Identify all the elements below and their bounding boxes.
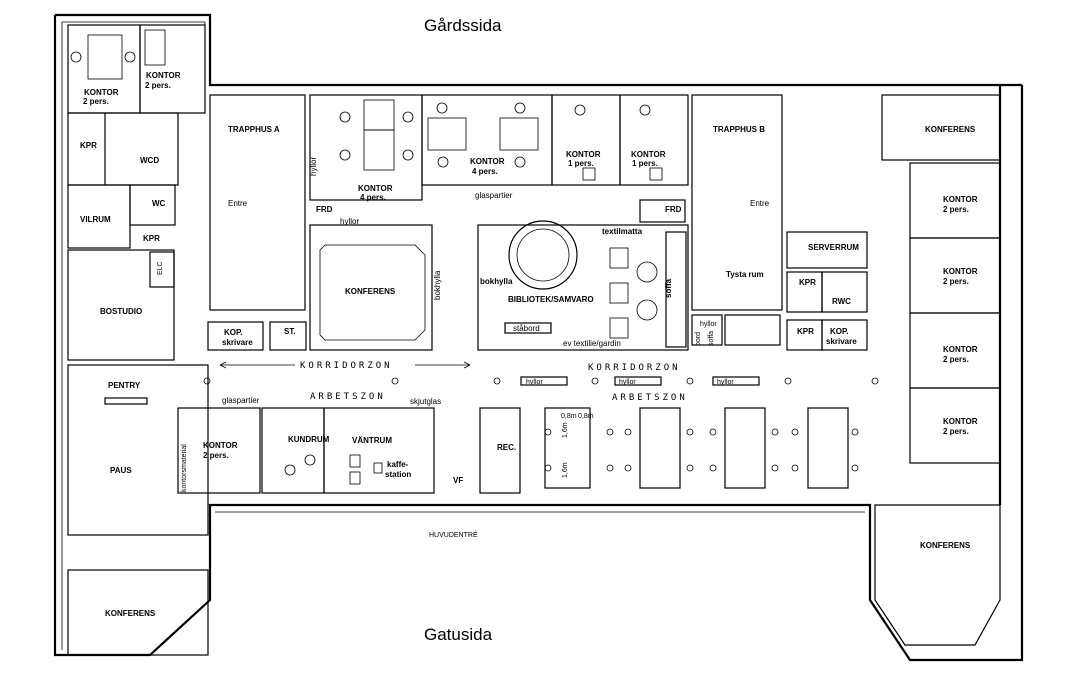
trapphus-a-label: TRAPPHUS A <box>228 125 280 134</box>
vf-label: VF <box>453 476 463 485</box>
dim-08-b: 0,8m <box>578 413 594 420</box>
title-top: Gårdssida <box>424 16 502 35</box>
skrivare-b-label: skrivare <box>826 337 857 346</box>
hyllor-v-label: hyllor <box>309 157 318 176</box>
kontor-1pers-a-label: KONTOR <box>566 150 601 159</box>
kontor-r1-label: KONTOR <box>943 195 978 204</box>
kontor-2pers-b-label: KONTOR <box>146 71 181 80</box>
kundrum-label: KUNDRUM <box>288 435 330 444</box>
hyllor-e-label: hyllor <box>717 379 734 386</box>
left-wing <box>67 24 209 656</box>
skjutglas-label: skjutglas <box>410 397 441 406</box>
kontor-2pers-a-sub: 2 pers. <box>83 97 109 106</box>
wcd-label: WCD <box>140 156 159 165</box>
paus-label: PAUS <box>110 466 132 475</box>
konferens-sw-label: KONFERENS <box>105 609 156 618</box>
title-bottom: Gatusida <box>424 625 493 644</box>
kop-a-label: KOP. <box>224 328 243 337</box>
arbetszon-a-label: ARBETSZON <box>310 392 386 402</box>
konferens-center-label: KONFERENS <box>345 287 396 296</box>
soffa-lib-label: soffa <box>664 278 673 298</box>
kontor-r3-label: KONTOR <box>943 345 978 354</box>
hyllor-a-label: hyllor <box>340 217 359 226</box>
arbetszon-b-label: ARBETSZON <box>612 393 688 403</box>
bibliotek-label: BIBLIOTEK/SAMVARO <box>508 295 594 304</box>
kontor-2pers-a-label: KONTOR <box>84 88 119 97</box>
vilrum-label: VILRUM <box>80 215 111 224</box>
rec-label: REC. <box>497 443 516 452</box>
rwc-label: RWC <box>832 297 851 306</box>
kontor-r2-label: KONTOR <box>943 267 978 276</box>
textilmatta-label: textilmatta <box>602 227 643 236</box>
entre-b-label: Entre <box>750 199 770 208</box>
kontorsmaterial-label: kontorsmaterial <box>181 444 188 492</box>
right-center-block <box>639 94 868 351</box>
kop-b-label: KOP. <box>830 327 849 336</box>
kontor-b-sub: 2 pers. <box>203 451 229 460</box>
kpr-b-label: KPR <box>143 234 160 243</box>
glaspartier-bottom-label: glaspartier <box>222 396 260 405</box>
dim-08-a: 0,8m <box>561 413 577 420</box>
right-wing <box>874 94 1001 646</box>
kontor-1pers-a-sub: 1 pers. <box>568 159 594 168</box>
kaffe-label: kaffe- <box>387 460 409 469</box>
kontor-b-label: KONTOR <box>203 441 238 450</box>
kontor-4pers-b-sub: 4 pers. <box>472 167 498 176</box>
hyllor-d-label: hyllor <box>619 379 636 386</box>
soffa-b-label: soffa <box>708 331 715 346</box>
korridorzon-a-label: KORRIDORZON <box>300 361 393 371</box>
entrance-label: HUVUDENTRÉ <box>429 530 478 539</box>
bottom-row <box>177 407 849 494</box>
bord-label: bord <box>695 332 702 346</box>
outer-walls <box>53 13 1024 662</box>
bostudio-label: BOSTUDIO <box>100 307 142 316</box>
glaspartier-top-label: glaspartier <box>475 191 513 200</box>
trapphus-b-label: TRAPPHUS B <box>713 125 765 134</box>
kontor-2pers-b-sub: 2 pers. <box>145 81 171 90</box>
frd-a-label: FRD <box>316 205 333 214</box>
dim-16-b: 1,6m <box>562 462 569 478</box>
top-center-block <box>207 94 689 351</box>
konferens-se-label: KONFERENS <box>920 541 971 550</box>
frd-b-label: FRD <box>665 205 682 214</box>
tysta-rum-label: Tysta rum <box>726 270 764 279</box>
kpr-c-label: KPR <box>799 278 816 287</box>
kontor-r4-sub: 2 pers. <box>943 427 969 436</box>
elc-label: ELC <box>157 261 164 275</box>
vantrum-label: VÄNTRUM <box>352 436 392 445</box>
entre-a-label: Entre <box>228 199 248 208</box>
skrivare-a-label: skrivare <box>222 338 253 347</box>
bokhylla-lib-label: bokhylla <box>480 277 513 286</box>
kontor-4pers-a-sub: 4 pers. <box>360 193 386 202</box>
kontor-1pers-b-sub: 1 pers. <box>632 159 658 168</box>
kontor-r1-sub: 2 pers. <box>943 205 969 214</box>
wc-label: WC <box>152 199 166 208</box>
kontor-r4-label: KONTOR <box>943 417 978 426</box>
konferens-ne-label: KONFERENS <box>925 125 976 134</box>
kontor-r3-sub: 2 pers. <box>943 355 969 364</box>
kpr-d-label: KPR <box>797 327 814 336</box>
pentry-label: PENTRY <box>108 381 141 390</box>
serverrum-label: SERVERRUM <box>808 243 859 252</box>
station-label: station <box>385 470 411 479</box>
kpr-a-label: KPR <box>80 141 97 150</box>
korridorzon-b-label: KORRIDORZON <box>588 363 681 373</box>
kontor-4pers-b-label: KONTOR <box>470 157 505 166</box>
kontor-r2-sub: 2 pers. <box>943 277 969 286</box>
st-label: ST. <box>284 327 296 336</box>
textilie-label: ev textilie/gardin <box>563 339 621 348</box>
hyllor-c-label: hyllor <box>526 379 543 386</box>
library <box>477 220 689 351</box>
kontor-1pers-b-label: KONTOR <box>631 150 666 159</box>
bokhylla-v-label: bokhylla <box>433 270 442 300</box>
dim-16-a: 1,6m <box>562 422 569 438</box>
kontor-4pers-a-label: KONTOR <box>358 184 393 193</box>
hyllor-b-label: hyllor <box>700 321 717 328</box>
stabord-label: ståbord <box>513 324 540 333</box>
